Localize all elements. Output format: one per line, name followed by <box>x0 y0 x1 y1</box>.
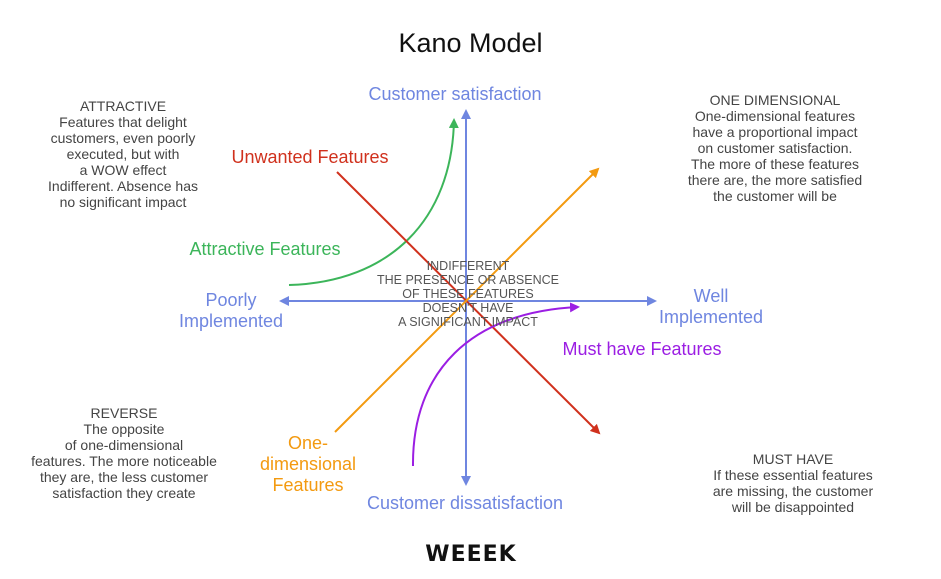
unwanted-line <box>336 171 601 435</box>
feature-label-one-dimensional: One- dimensional Features <box>259 433 357 495</box>
page-title: Kano Model <box>398 28 543 58</box>
description-reverse: REVERSE The opposite of one-dimensional … <box>31 405 217 501</box>
feature-label-must-have: Must have Features <box>562 339 722 359</box>
axis-label-right: Well Implemented <box>658 286 764 327</box>
weeek-logo-text: WEEEK <box>425 542 516 567</box>
axis-label-top: Customer satisfaction <box>368 84 542 104</box>
description-must-have: MUST HAVE If these essential features ar… <box>712 451 874 515</box>
one-dimensional-line <box>334 167 600 433</box>
must-have-curve <box>411 302 580 467</box>
feature-label-unwanted: Unwanted Features <box>231 147 389 167</box>
description-indifferent: INDIFFERENT THE PRESENCE OR ABSENCE OF T… <box>377 259 559 329</box>
axis-label-left: Poorly Implemented <box>178 290 284 331</box>
axis-label-bottom: Customer dissatisfaction <box>366 493 564 513</box>
feature-label-attractive: Attractive Features <box>189 239 341 259</box>
attractive-curve <box>288 118 459 286</box>
description-attractive: ATTRACTIVE Features that delight custome… <box>48 98 198 210</box>
weeek-logo: WEEEK <box>425 542 516 567</box>
description-one-dimensional: ONE DIMENSIONAL One-dimensional features… <box>687 92 863 204</box>
